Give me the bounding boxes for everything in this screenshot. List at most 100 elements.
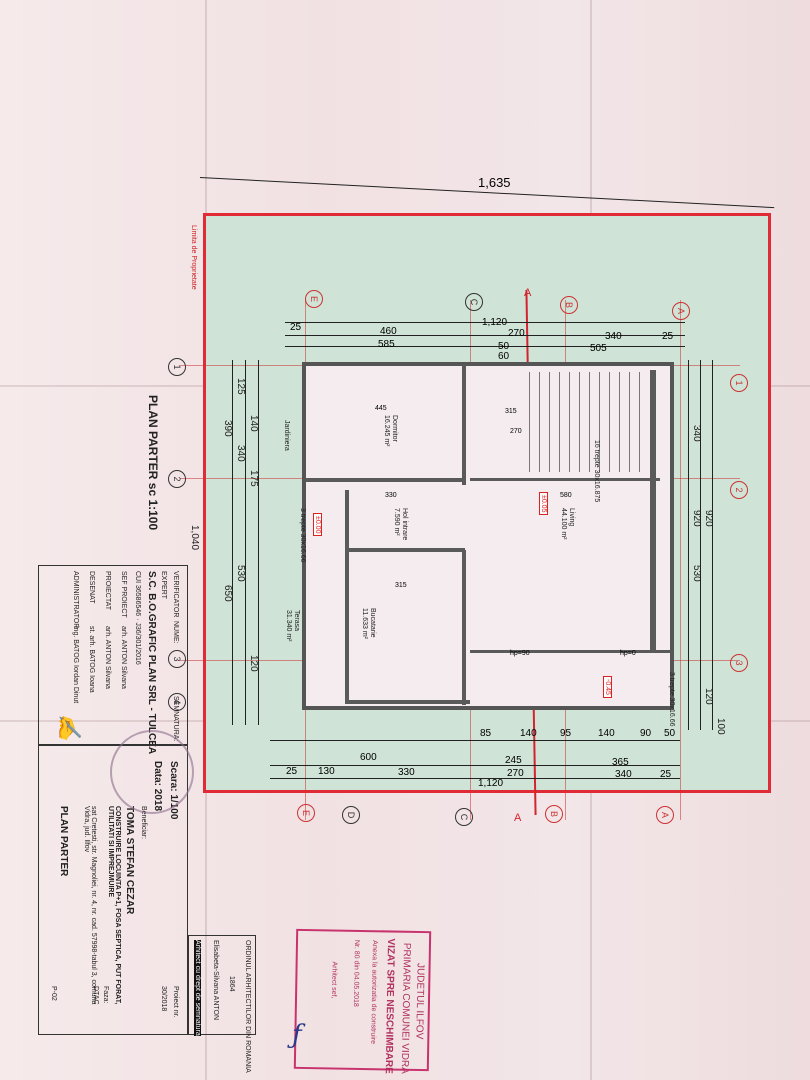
dim-line [270, 778, 680, 779]
inner-dim: 445 [375, 405, 387, 412]
room-hol: Hol intrare [401, 508, 408, 541]
wall [470, 650, 670, 653]
dim-right: 120 [703, 688, 714, 705]
dim-bottom: 25 [286, 766, 298, 777]
plan-title: PLAN PARTER sc 1:100 [146, 395, 160, 531]
row-name: arh. ANTON Silvana [104, 626, 111, 689]
dim-line [258, 360, 259, 725]
sheet-name: PLAN PARTER [58, 806, 69, 877]
approval-line: JUDETUL ILFOV [413, 962, 426, 1040]
grid-bubble-E: E [305, 290, 323, 308]
grid-bubble-A: A [672, 302, 690, 320]
dim-bottom: 340 [615, 769, 632, 780]
inner-dim: 315 [395, 582, 407, 589]
level-marker: -0.45 [603, 676, 612, 698]
approval-stamp: JUDETUL ILFOV PRIMARIA COMUNEI VIDRA VIZ… [293, 928, 432, 1074]
dim-line [285, 335, 685, 336]
approval-line: VIZAT SPRE NESCHIMBARE [382, 938, 397, 1074]
section-marker-top: A [524, 287, 532, 299]
level-marker: ±0.05 [539, 492, 548, 516]
faza: DTAC [92, 986, 99, 1005]
verificator-label: VERIFICATOR [172, 571, 179, 618]
dim-bottom: 245 [505, 755, 522, 766]
dim-bottom: 600 [360, 752, 377, 763]
dim-bottom: 140 [520, 728, 537, 739]
dim-bottom: 50 [664, 728, 676, 739]
dim-left: 650 [222, 585, 233, 602]
inner-dim: 580 [560, 492, 572, 499]
dim-bottom: 85 [480, 728, 492, 739]
row-name: st. arh. BATOG Ioana [88, 626, 95, 693]
dim-right: 530 [691, 565, 702, 582]
dim-line [232, 360, 233, 725]
dim-25b: 25 [662, 331, 674, 342]
wall [345, 700, 470, 704]
grid-bubble-C: C [465, 293, 483, 311]
arch-stamp-line: ORDINUL ARHITECTILOR DIN ROMANIA [244, 940, 251, 1073]
inner-dim: hp=90 [510, 650, 530, 657]
dim-bottom: 365 [612, 757, 629, 768]
expert-label: EXPERT [160, 571, 167, 599]
steps-b-label: 3 trepte 30x16.66 [668, 672, 675, 727]
row-role: PROIECTAT [104, 571, 111, 611]
steps-a-label: 3 trepte 30x16.66 [299, 508, 306, 563]
title-block-signatures: VERIFICATOR EXPERT NUME: SEMNATURA: S.C.… [38, 565, 188, 754]
wall [462, 365, 466, 485]
company-name: S.C. B.O.GRAFIC PLAN SRL - TULCEA [146, 571, 157, 755]
approval-signature: ƒ [292, 1020, 302, 1050]
dim-left: 390 [222, 420, 233, 437]
dim-line [270, 765, 680, 766]
grid-bubble-1: 1 [168, 358, 186, 376]
dim-line [700, 360, 701, 730]
grid-bubble-D-bottom: D [342, 806, 360, 824]
room-dormitor: Dormitor [391, 415, 398, 442]
dim-left: 175 [248, 470, 259, 487]
row-role: SEF PROIECT [120, 571, 127, 618]
stairs-label: 16 trepte 30x16.875 [593, 440, 600, 503]
project-title: CONSTRUIRE LOCUINTA P+1, FOSA SEPTICA, P… [107, 806, 121, 1005]
grid-bubble-B-bottom: B [545, 805, 563, 823]
dim-1120: 1,120 [482, 317, 508, 328]
grid-bubble-C-bottom: C [455, 808, 473, 826]
dim-bottom: 130 [318, 766, 335, 777]
faza-label: Faza: [102, 986, 109, 1004]
dim-bottom-total: 1,120 [478, 778, 504, 789]
arch-stamp-line: Elisabeta-Silvana ANTON [212, 940, 219, 1021]
wall [345, 490, 349, 700]
wall [462, 550, 466, 705]
dim-left-total: 1,040 [189, 525, 200, 551]
dim-bottom: 25 [660, 769, 672, 780]
grid-bubble-B: B [560, 296, 578, 314]
wall [305, 478, 465, 482]
wall [345, 548, 465, 552]
approval-line: Anexa la autorizatia de construire [369, 940, 379, 1045]
inner-dim: 315 [505, 408, 517, 415]
dim-right: 100 [715, 718, 726, 735]
dim-right: 340 [691, 425, 702, 442]
grid-bubble-2: 2 [168, 470, 186, 488]
room-hol-area: 7.590 m² [393, 508, 400, 536]
grid-bubble-A-bottom: A [656, 806, 674, 824]
dim-bottom: 330 [398, 767, 415, 778]
room-bucatarie-area: 11.633 m² [361, 608, 368, 639]
grid-axis-A [680, 300, 681, 820]
wall [470, 478, 660, 481]
dim-line [270, 740, 680, 741]
section-marker-bottom: A [514, 812, 522, 824]
dim-right: 920 [691, 510, 702, 527]
room-living-area: 44.100 m² [560, 508, 567, 540]
dim-line [688, 360, 689, 730]
title-block-project: Scara: 1/100 Data: 2018 Beneficiar: TOMA… [38, 745, 188, 1035]
arch-stamp-line: 1864 [228, 976, 235, 992]
staircase [520, 372, 645, 472]
dim-270: 270 [508, 328, 525, 339]
dim-bottom: 90 [640, 728, 652, 739]
row-role: DESENAT [88, 571, 95, 604]
grid-bubble-2-right: 2 [730, 481, 748, 499]
level-marker: ±0.00 [313, 513, 322, 537]
dim-left: 530 [235, 565, 246, 582]
project-no: 30/2018 [160, 986, 167, 1012]
arch-stamp-line: Arhitect cu drept de semnatura [194, 940, 201, 1036]
approval-line: Nr. 80 din 04.05.2018 [351, 939, 361, 1007]
